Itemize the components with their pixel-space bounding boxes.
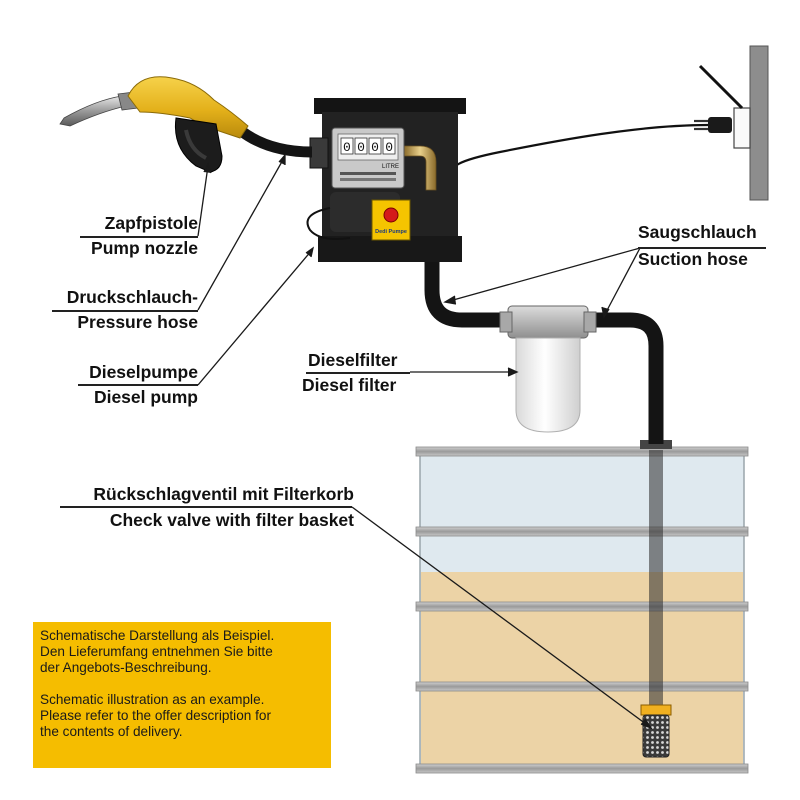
label-divider [638,247,766,249]
label-divider [80,236,198,238]
label-divider [306,372,410,374]
label-pressure-hose-de: Druckschlauch- [66,287,198,307]
note-de-line: Den Lieferumfang entnehmen Sie bitte [40,644,273,659]
disclaimer-note: Schematische Darstellung als Beispiel. D… [33,622,331,768]
note-spacer [40,676,324,692]
note-de-line: Schematische Darstellung als Beispiel. [40,628,275,643]
pump-nozzle [59,76,249,173]
pressure-hose [236,125,313,158]
wall-socket [698,45,769,201]
leader-lines [197,153,653,730]
flow-meter: 0000 LITRE [331,127,405,189]
label-diesel-pump-de: Dieselpumpe [89,362,198,382]
note-en-line: the contents of delivery. [40,724,183,739]
diesel-filter [499,305,597,433]
power-plug-icon [694,117,732,133]
label-divider [78,384,198,386]
power-switch: Dedi Pumpe [371,199,411,241]
label-pump-nozzle-de: Zapfpistole [104,213,198,233]
label-divider [52,310,198,312]
label-check-valve-en: Check valve with filter basket [109,510,354,530]
label-diesel-pump-en: Diesel pump [93,387,198,407]
label-suction-hose-de: Saugschlauch [638,222,757,242]
filter-basket-icon [640,704,672,758]
note-de-line: der Angebots-Beschreibung. [40,660,212,675]
tank-bung [640,440,672,449]
flow-meter-unit: LITRE [382,164,399,170]
label-divider [60,506,352,508]
note-en-line: Schematic illustration as an example. [40,692,265,707]
label-diesel-filter-en: Diesel filter [302,375,397,395]
note-en-line: Please refer to the offer description fo… [40,708,271,723]
storage-tank [415,446,749,774]
label-pressure-hose-en: Pressure hose [77,312,198,332]
label-diesel-filter-de: Dieselfilter [308,350,398,370]
label-pump-nozzle-en: Pump nozzle [91,238,198,258]
suction-pipe-in-tank [649,450,663,710]
label-check-valve-de: Rückschlagventil mit Filterkorb [93,484,354,504]
label-suction-hose-en: Suction hose [638,249,748,269]
power-cable [439,123,709,189]
switch-brand-label: Dedi Pumpe [375,229,407,235]
